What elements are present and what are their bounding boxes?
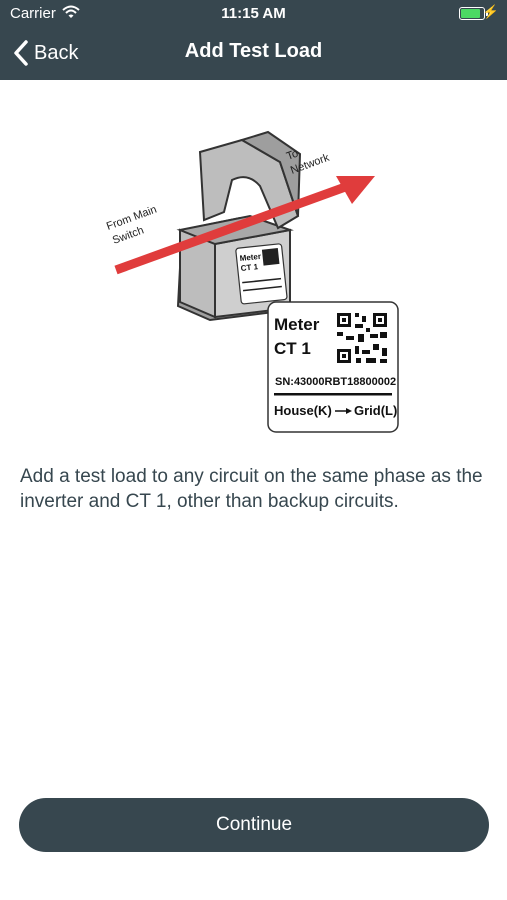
small-tag-divider <box>242 277 282 284</box>
instruction-text: Add a test load to any circuit on the sa… <box>20 466 483 512</box>
meter-tag-line1: Meter <box>274 315 320 334</box>
status-time: 11:15 AM <box>221 5 286 22</box>
direction-to: Grid(L) <box>354 403 397 418</box>
battery-icon <box>459 7 488 20</box>
battery-nub <box>486 11 488 16</box>
to-label-1: To <box>285 148 300 163</box>
direction-from: House(K) <box>274 403 332 418</box>
meter-tag: Meter CT 1 SN:43000RBT18800002 House(K) … <box>267 301 399 433</box>
back-button[interactable]: Back <box>10 36 78 70</box>
meter-serial: SN:43000RBT18800002 <box>275 376 396 388</box>
small-meter-tag: Meter CT 1 <box>235 243 288 305</box>
continue-label: Continue <box>215 814 293 835</box>
back-label: Back <box>34 41 79 64</box>
top-bar: Carrier 11:15 AM ⚡ Back Add Test Load <box>0 0 507 80</box>
ct-clamp-illustration: To Network From Main Switch Meter CT 1 M… <box>105 130 399 433</box>
page-title: Add Test Load <box>184 40 323 62</box>
nav-bar: Back Add Test Load <box>0 30 507 76</box>
meter-tag-divider <box>274 393 392 396</box>
small-tag-divider-2 <box>242 285 282 292</box>
battery-fill <box>461 9 481 18</box>
wifi-icon <box>62 5 80 18</box>
clamp-jaw-side <box>239 130 302 217</box>
current-arrow-shaft <box>114 181 350 275</box>
continue-button[interactable]: Continue <box>19 798 489 852</box>
current-arrow-head <box>336 176 375 204</box>
chevron-left-icon <box>14 40 28 66</box>
direction-arrow-icon <box>346 408 352 414</box>
status-bar: Carrier 11:15 AM ⚡ <box>0 0 507 28</box>
small-qr-code-icon <box>261 248 280 266</box>
charging-icon: ⚡ <box>482 4 499 19</box>
qr-code-icon <box>336 312 388 364</box>
carrier-label: Carrier <box>10 5 56 22</box>
small-tag-line2: CT 1 <box>240 262 259 273</box>
meter-tag-line2: CT 1 <box>274 339 311 358</box>
small-tag-line1: Meter <box>239 252 261 263</box>
